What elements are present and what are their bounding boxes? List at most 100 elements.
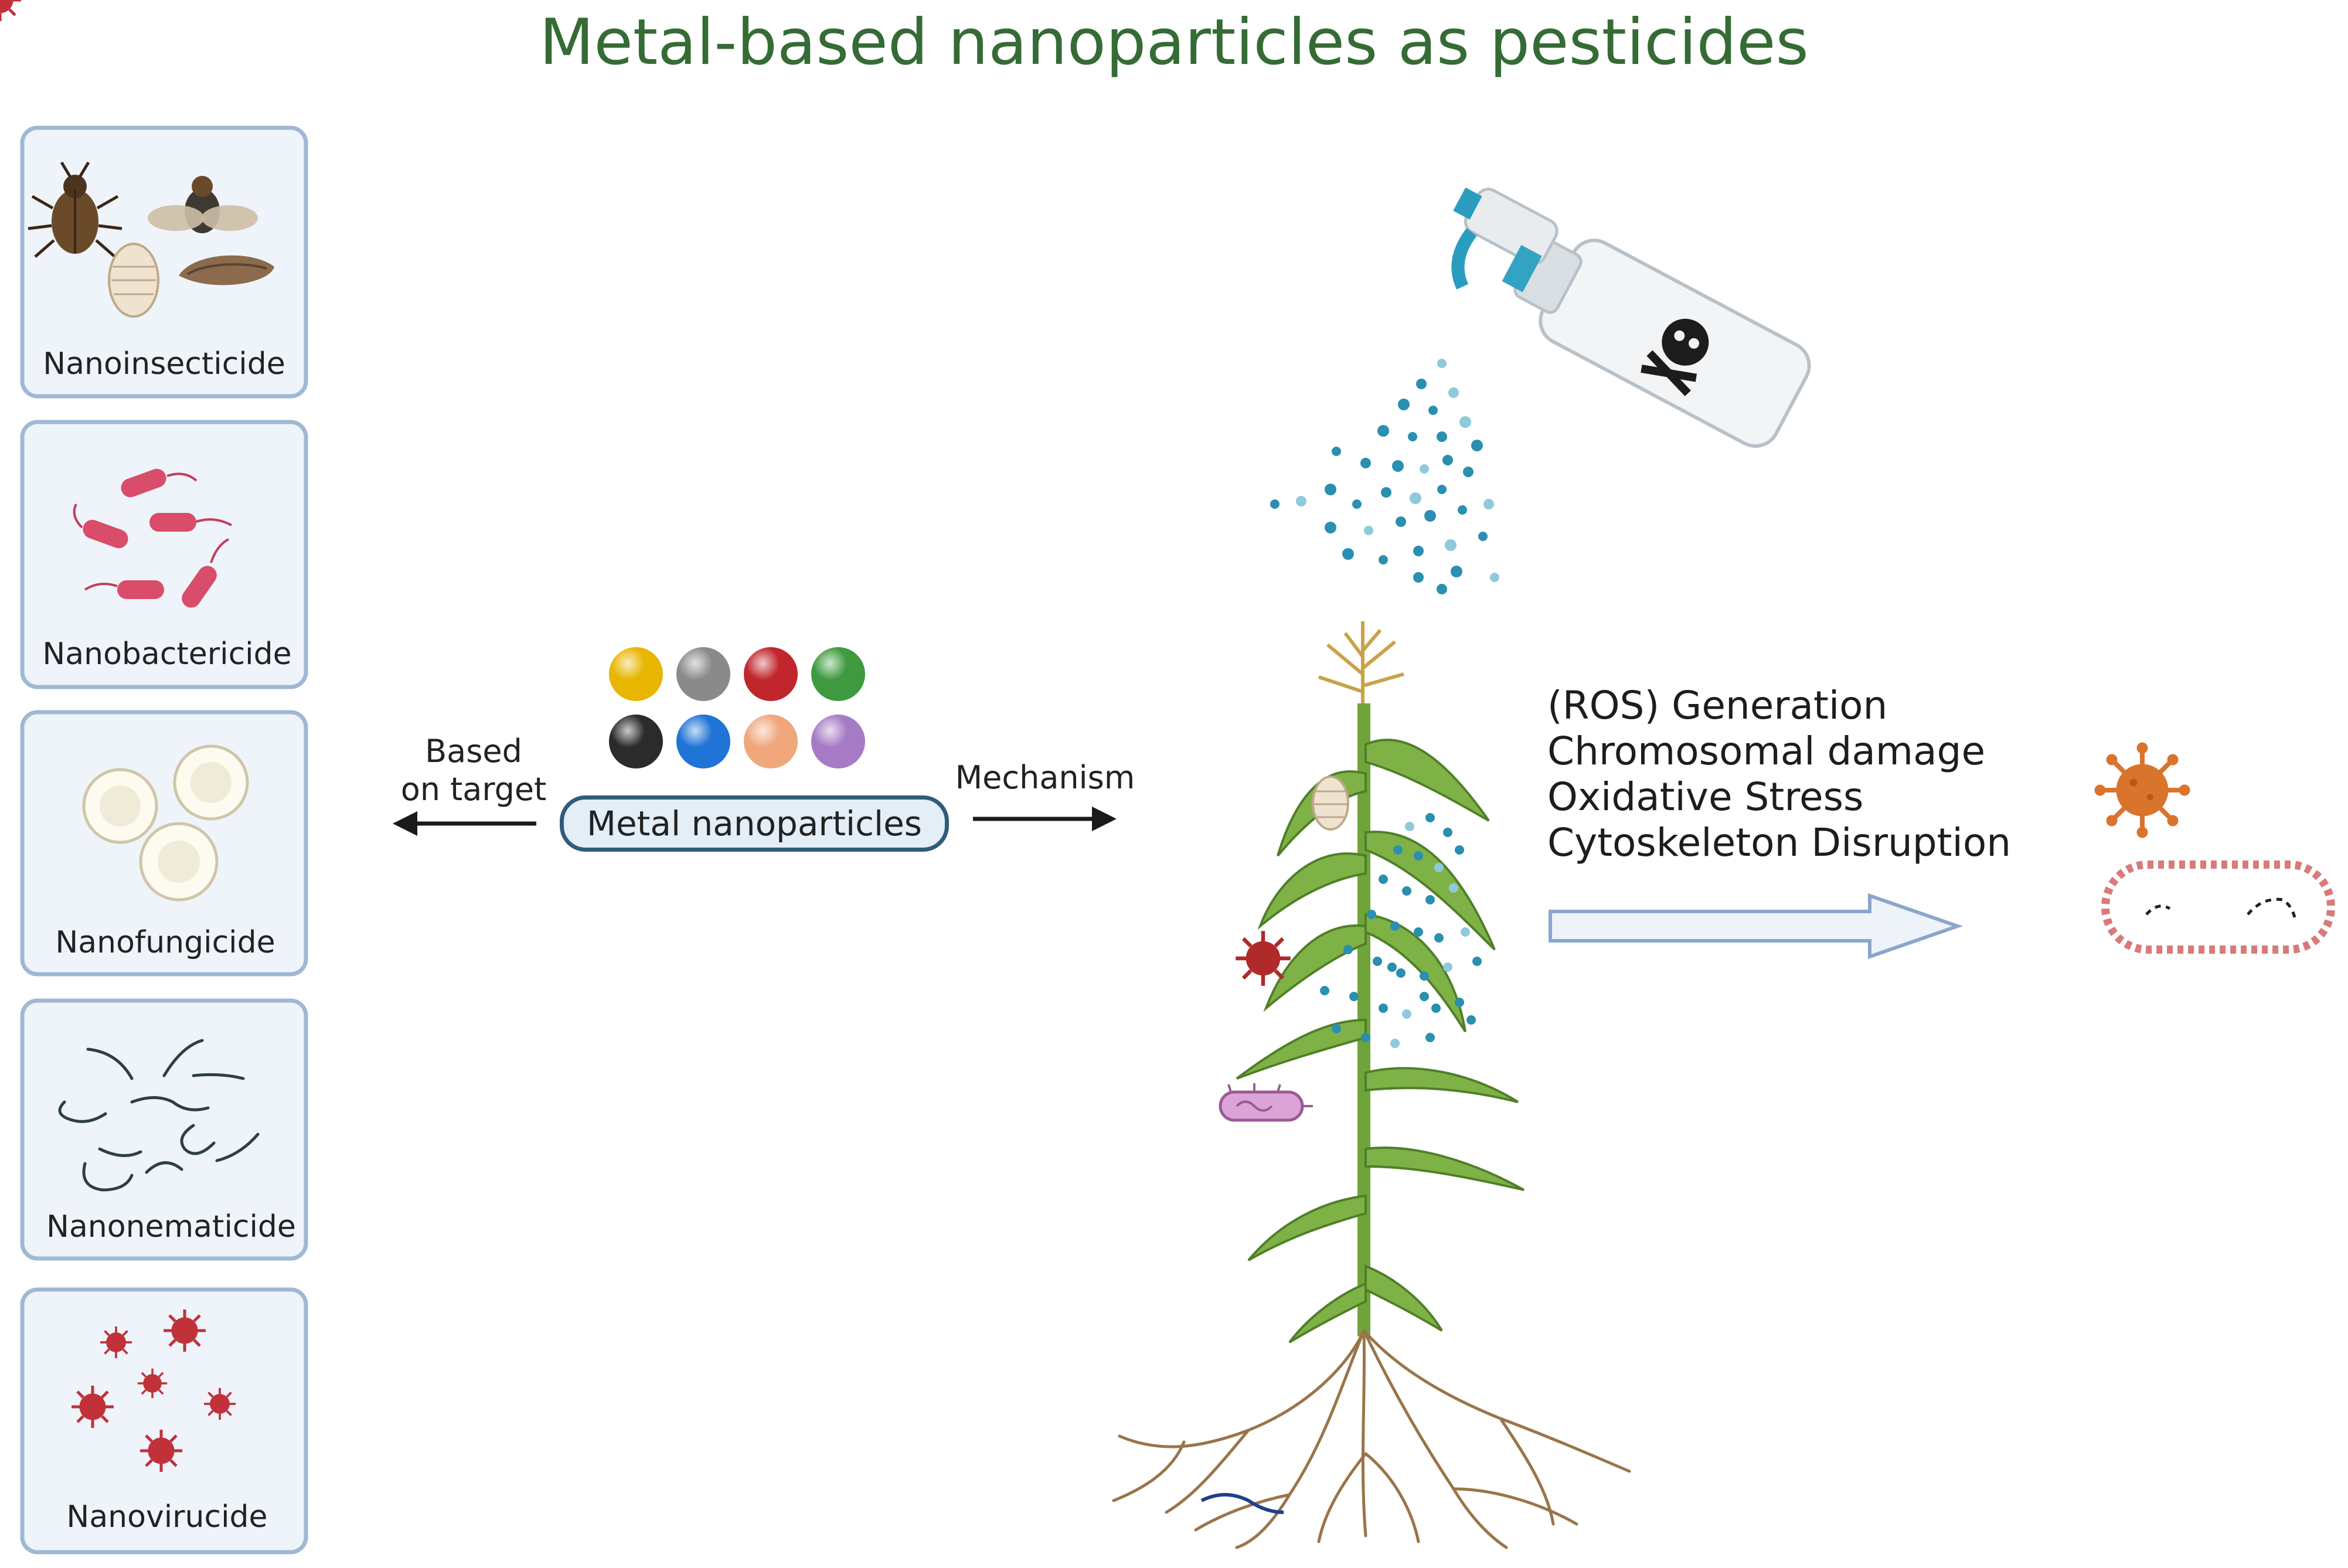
plant-dot: [1373, 957, 1382, 966]
mist-dot: [1420, 464, 1429, 474]
panel-nanofungicide: Nanofungicide: [20, 710, 308, 977]
plant-dot: [1425, 1033, 1435, 1042]
plant-dot: [1393, 845, 1403, 855]
plant-dot: [1443, 962, 1452, 972]
mist-dot: [1442, 455, 1453, 465]
mist-dot: [1408, 432, 1417, 441]
nanoparticle-highlight: [676, 647, 730, 701]
mist-dot: [1364, 526, 1373, 535]
mist-dot: [1296, 496, 1306, 506]
plant-dot: [1402, 1009, 1411, 1019]
mist-dot: [1413, 572, 1424, 583]
plant-dot: [1390, 921, 1400, 931]
plant-dot: [1379, 1004, 1388, 1013]
based-on-target-label-line2: on target: [401, 771, 547, 808]
mist-dot: [1392, 460, 1404, 472]
mechanism-cytoskeleton: Cytoskeleton Disruption: [1547, 820, 2012, 865]
metal-nanoparticles-label: Metal nanoparticles: [560, 795, 949, 852]
plant-dot: [1455, 845, 1464, 855]
damaged-virus-icon: [2094, 742, 2190, 838]
plant-dot: [1431, 1004, 1441, 1013]
fungus-icon: [82, 744, 249, 902]
mist-dot: [1448, 387, 1459, 398]
spray-bottle-icon: [1451, 187, 1811, 448]
virus-icon: [0, 0, 237, 1472]
spray-mist: [1270, 359, 1499, 594]
plant-dot: [1425, 895, 1435, 904]
mist-dot: [1352, 499, 1362, 509]
plant-bacterium-icon: [1219, 1083, 1313, 1122]
mist-dot: [1416, 379, 1427, 389]
panel-label-nanonematicide: Nanonematicide: [46, 1209, 296, 1244]
mechanism-oxidative: Oxidative Stress: [1547, 774, 1864, 819]
panel-label-nanovirucide: Nanovirucide: [66, 1499, 267, 1535]
plant-dot: [1343, 945, 1353, 954]
plant-dot: [1461, 927, 1470, 937]
plant-dot: [1443, 828, 1452, 837]
mechanism-outcome-arrow: [1549, 893, 1964, 960]
root-nematode-icon: [1200, 1493, 1284, 1514]
mist-dot: [1437, 431, 1447, 442]
plant-dot: [1361, 1033, 1370, 1042]
plant-dot: [1420, 992, 1429, 1001]
nanoparticle-highlight: [609, 647, 663, 701]
bacteria-icon: [73, 468, 232, 608]
panel-nanobactericide: Nanobactericide: [20, 420, 308, 689]
mist-dot: [1379, 555, 1388, 564]
mist-dot: [1490, 573, 1499, 582]
mist-dot: [1332, 447, 1341, 456]
panel-label-nanoinsecticide: Nanoinsecticide: [43, 346, 285, 382]
plant-dot: [1434, 863, 1444, 872]
mist-dot: [1471, 440, 1483, 451]
mist-dot: [1381, 487, 1391, 498]
mechanism-arrow: [973, 807, 1117, 831]
mist-dot: [1459, 416, 1471, 428]
plant-dot: [1414, 851, 1423, 860]
plant-dot: [1455, 998, 1464, 1007]
mist-dot: [1325, 522, 1336, 533]
mist-dot: [1483, 499, 1494, 509]
damaged-bacterium-icon: [2101, 860, 2335, 954]
mist-dot: [1478, 532, 1488, 541]
nanoparticle-highlight: [744, 647, 798, 701]
plant-dot: [1367, 910, 1376, 919]
mist-dot: [1463, 467, 1474, 477]
diagram-title: Metal-based nanoparticles as pesticides: [539, 6, 1809, 79]
plant-dot: [1472, 957, 1482, 966]
plant-insect-icon: [1312, 776, 1349, 831]
plant-nanoparticle-dots: [1320, 813, 1482, 1048]
mechanism-chromosomal: Chromosomal damage: [1547, 729, 1986, 774]
plant-dot: [1466, 1015, 1476, 1025]
mist-dot: [1437, 359, 1447, 368]
nanoparticle-grid: [609, 647, 865, 768]
nematode-icon: [58, 1039, 260, 1192]
mist-dot: [1445, 539, 1457, 551]
mechanism-ros: (ROS) Generation: [1547, 683, 1888, 728]
mist-dot: [1437, 584, 1447, 594]
nanoparticle-highlight: [744, 715, 798, 768]
plant-dot: [1402, 886, 1411, 896]
nanoparticle-highlight: [811, 647, 865, 701]
plant-dot: [1396, 968, 1406, 978]
mist-dot: [1377, 425, 1389, 437]
mist-dot: [1398, 399, 1410, 410]
skull-crossbones-icon: [1641, 318, 1709, 396]
insect-icon: [28, 161, 274, 318]
mist-dot: [1396, 516, 1406, 527]
nanoparticle-highlight: [609, 715, 663, 768]
panel-nanoinsecticide: Nanoinsecticide: [20, 125, 308, 399]
panel-label-nanofungicide: Nanofungicide: [55, 925, 275, 960]
mist-dot: [1428, 406, 1438, 415]
based-on-target-arrow: [393, 811, 536, 836]
plant-dot: [1387, 962, 1397, 972]
plant-dot: [1320, 986, 1329, 995]
plant-dot: [1332, 1024, 1341, 1033]
mist-dot: [1270, 499, 1280, 509]
corn-plant: [1112, 621, 1631, 1549]
mist-dot: [1410, 492, 1421, 504]
nanoparticle-highlight: [811, 715, 865, 768]
plant-dot: [1425, 813, 1435, 822]
panel-label-nanobactericide: Nanobactericide: [42, 637, 291, 672]
plant-virus-icon: [1236, 931, 1291, 986]
